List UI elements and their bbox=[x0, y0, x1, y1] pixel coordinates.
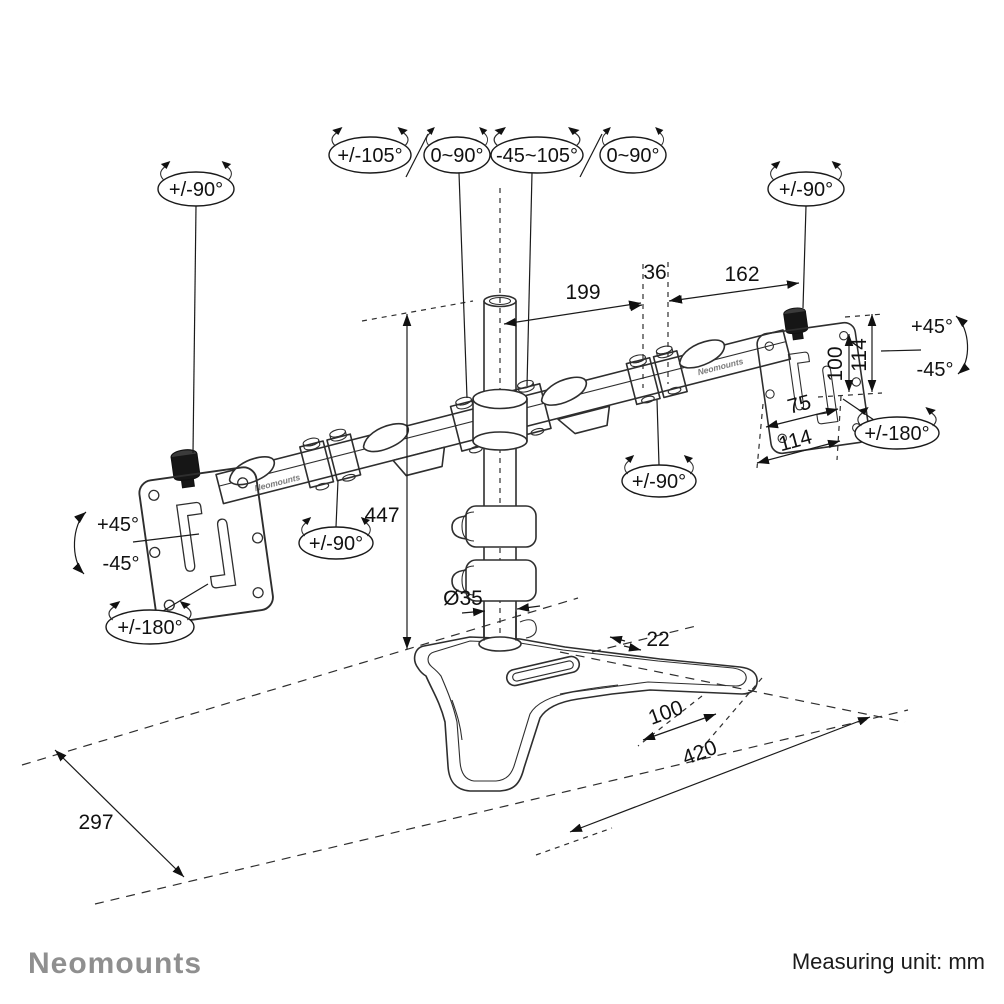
right-elbow-joint bbox=[625, 344, 688, 406]
dim-elbow-to-plate: 162 bbox=[724, 263, 759, 286]
leader-lines bbox=[132, 133, 922, 612]
dim-base-depth: 297 bbox=[78, 811, 113, 834]
measuring-unit-note: Measuring unit: mm bbox=[792, 949, 985, 974]
callout-right-tilt-down: -45° bbox=[917, 359, 954, 381]
callout-arm-right-tilt: 0~90° bbox=[606, 145, 659, 167]
cable-tab bbox=[557, 405, 611, 435]
callout-arm-left-rotation: +/-105° bbox=[337, 145, 402, 167]
separator-slash bbox=[579, 133, 603, 178]
cable-clip-upper bbox=[451, 505, 537, 548]
dim-plate-height: 114 bbox=[848, 338, 871, 372]
dimension-lines bbox=[54, 280, 877, 878]
callout-left-elbow-rotation: +/-90° bbox=[309, 533, 363, 555]
callout-left-plate-rotation: +/-180° bbox=[117, 617, 182, 639]
left-elbow-joint bbox=[299, 427, 362, 491]
dim-pole-to-elbow: 199 bbox=[565, 281, 600, 304]
rotation-callouts: +/-105° 0~90° -45~105° 0~90° +/-90° +/-9… bbox=[72, 126, 970, 645]
pole-tilt-collar bbox=[472, 388, 528, 451]
dim-base-edge-offset: 22 bbox=[646, 628, 669, 651]
separator-slash bbox=[405, 133, 429, 178]
dim-pole-diameter: Ø35 bbox=[443, 587, 483, 610]
dim-pole-height: 447 bbox=[364, 504, 399, 527]
brand-logo: Neomounts bbox=[28, 947, 202, 980]
footprint-edge-ne bbox=[559, 651, 906, 723]
dimension-labels: 199 36 162 100 114 75 114 447 Ø35 22 100… bbox=[78, 261, 871, 834]
callout-right-knob-swivel: +/-90° bbox=[779, 179, 833, 201]
dim-elbow-width: 36 bbox=[643, 261, 666, 284]
footprint-edge-nw bbox=[21, 597, 579, 766]
callout-right-plate-rotation: +/-180° bbox=[864, 423, 929, 445]
base bbox=[413, 611, 758, 792]
cable-clip-lower bbox=[451, 559, 537, 602]
callout-left-tilt-down: -45° bbox=[103, 553, 140, 575]
callout-pole-rotation: -45~105° bbox=[496, 145, 578, 167]
callout-arm-left-tilt: 0~90° bbox=[430, 145, 483, 167]
callout-right-tilt-up: +45° bbox=[911, 316, 953, 338]
footprint-edge-offset bbox=[591, 624, 701, 653]
left-tilt-arc bbox=[72, 511, 87, 575]
dim-vesa-height: 100 bbox=[824, 346, 847, 381]
callout-left-knob-swivel: +/-90° bbox=[169, 179, 223, 201]
callout-left-tilt-up: +45° bbox=[97, 514, 139, 536]
callout-right-elbow-rotation: +/-90° bbox=[632, 471, 686, 493]
right-tilt-arc bbox=[955, 315, 970, 375]
